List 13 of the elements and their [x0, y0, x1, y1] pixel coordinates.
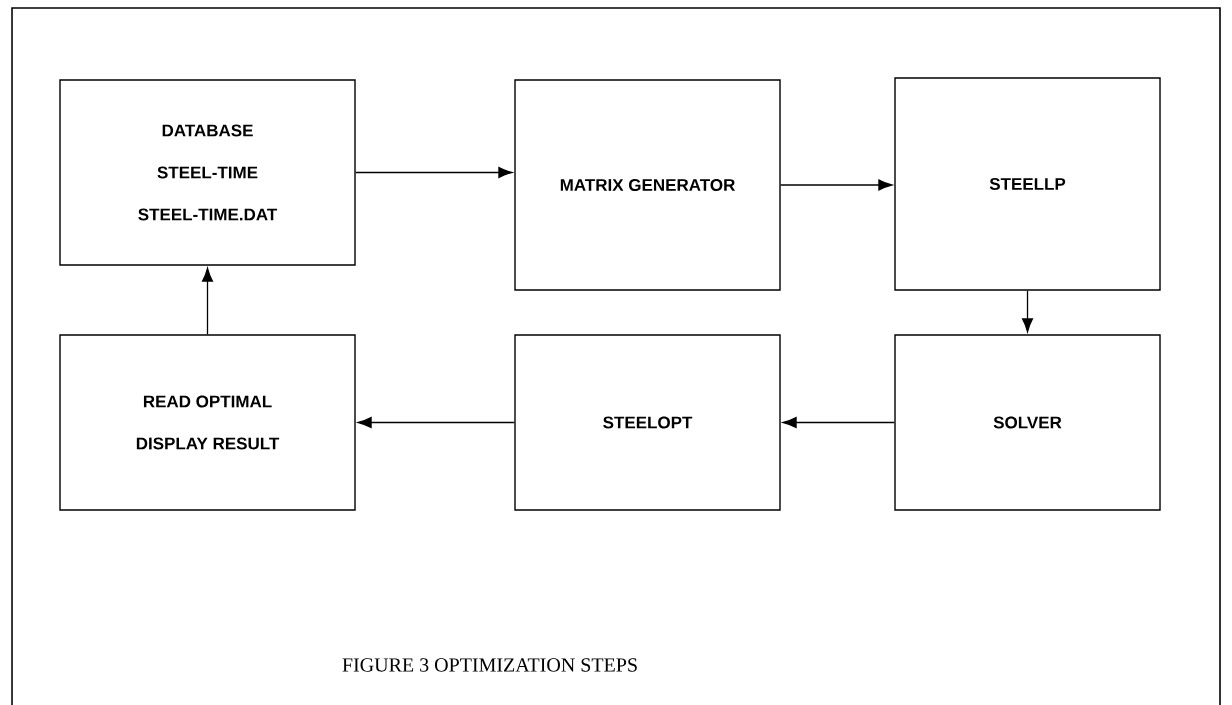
process-box: SOLVER [894, 334, 1161, 511]
process-box: MATRIX GENERATOR [514, 79, 781, 291]
process-box: READ OPTIMAL DISPLAY RESULT [59, 334, 356, 511]
arrow [357, 417, 515, 428]
caption: FIGURE 3 OPTIMIZATION STEPS [342, 658, 637, 672]
arrow [202, 267, 213, 335]
arrow [1022, 290, 1034, 333]
arrow [782, 417, 895, 428]
arrow [355, 167, 513, 178]
process-box: DATABASE STEEL-TIME STEEL-TIME.DAT [59, 79, 356, 266]
process-box: STEELLP [894, 77, 1161, 291]
arrow [780, 179, 893, 191]
process-box: STEELOPT [514, 334, 781, 511]
